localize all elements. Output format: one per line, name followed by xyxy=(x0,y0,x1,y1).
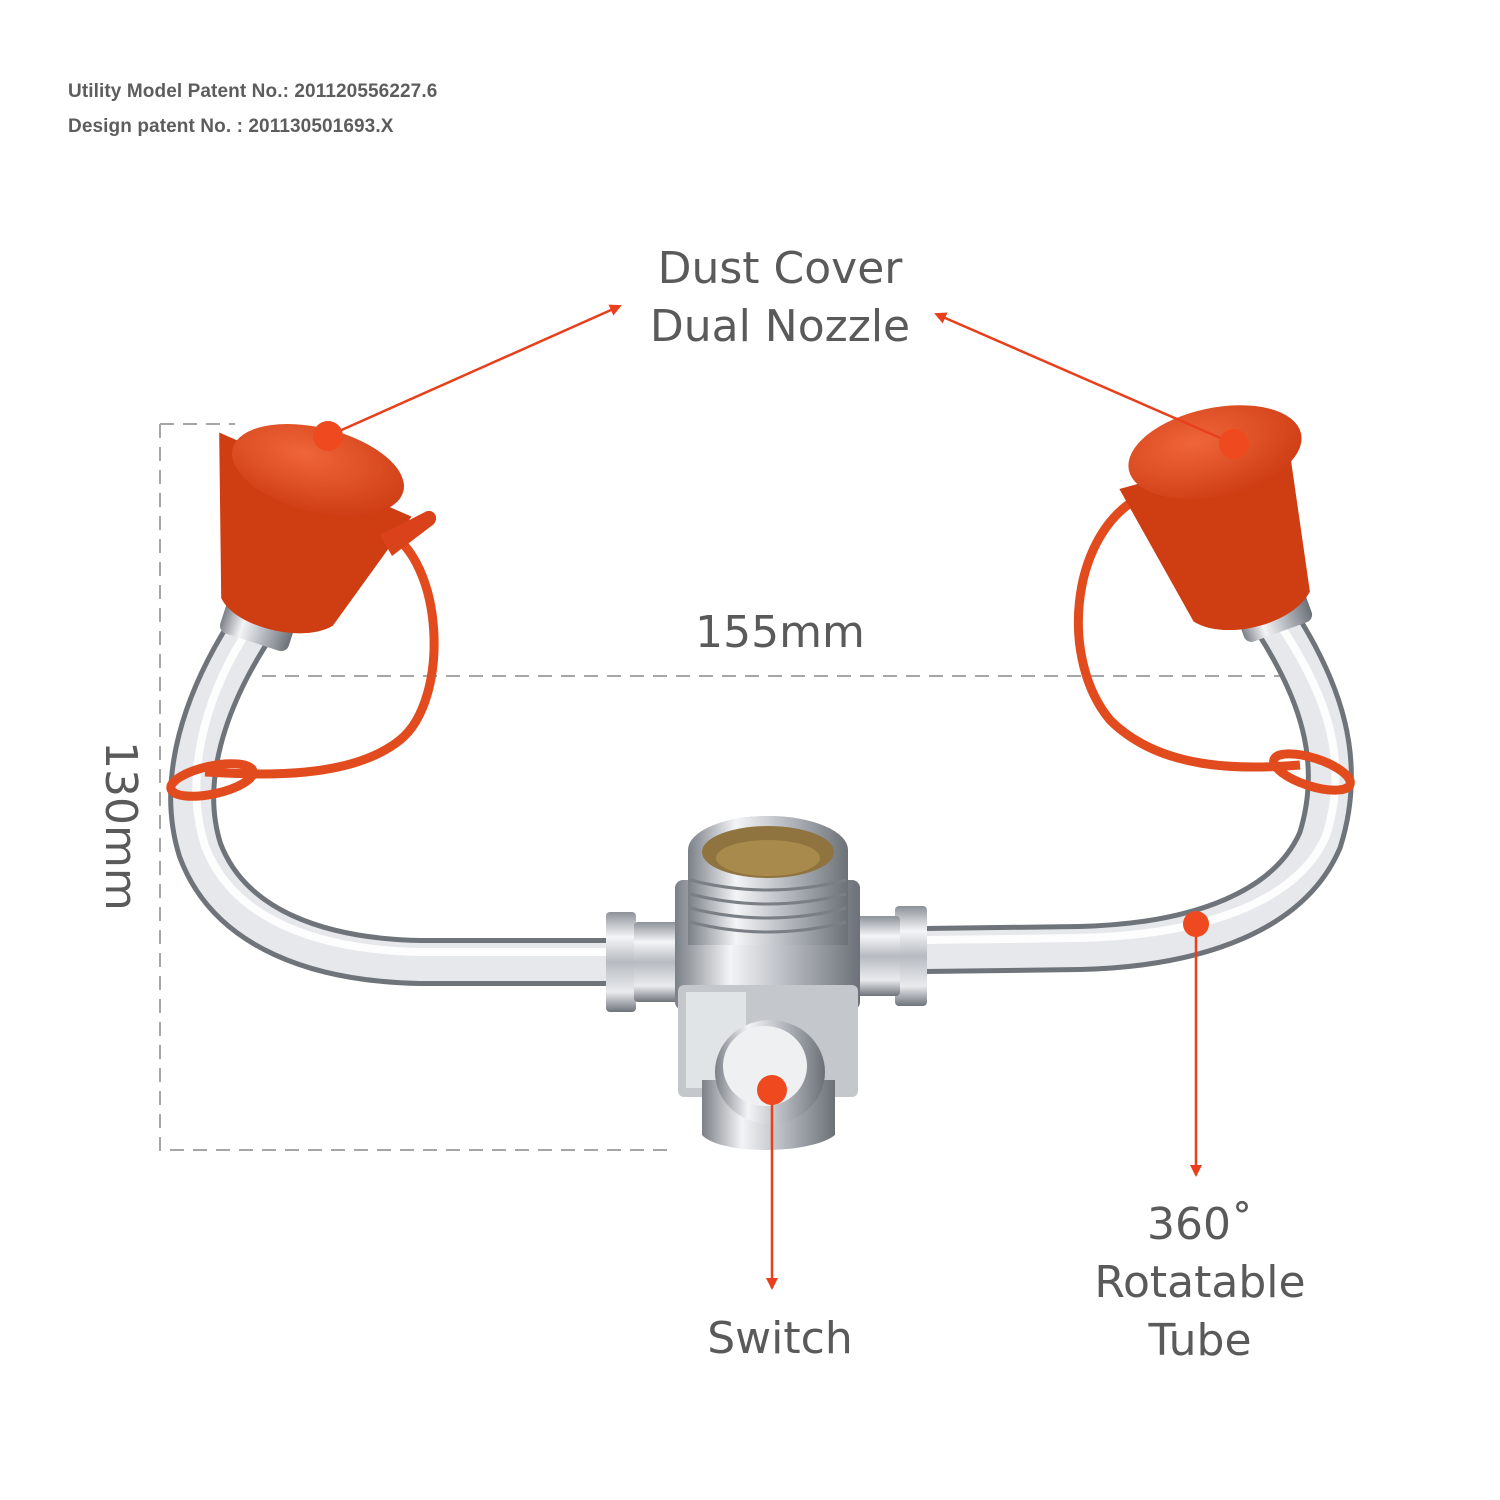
dot-rotatable xyxy=(1183,911,1209,937)
dust-cover-label: Dust Cover Dual Nozzle xyxy=(580,240,980,356)
cap-tethers xyxy=(166,496,1355,801)
dust-cap-left xyxy=(219,424,437,634)
height-dimension-label: 130mm xyxy=(91,741,149,911)
dot-dust-left xyxy=(313,421,343,451)
callout-arrows xyxy=(327,304,1233,1290)
rotatable-line1: 360˚ xyxy=(1147,1199,1253,1250)
utility-patent-text: Utility Model Patent No.: 201120556227.6 xyxy=(68,81,438,102)
dust-cover-line1: Dust Cover xyxy=(657,243,903,294)
callout-dots xyxy=(313,421,1249,1105)
height-dimension-text: 130mm xyxy=(95,741,146,911)
arrow-dust-left xyxy=(327,304,622,438)
dot-dust-right xyxy=(1219,429,1249,459)
width-dimension-label: 155mm xyxy=(695,607,865,658)
dust-cap-right xyxy=(1119,405,1310,631)
u-tube xyxy=(168,596,1354,986)
dust-cover-line2: Dual Nozzle xyxy=(649,301,911,352)
rotatable-line2: Rotatable xyxy=(1094,1257,1306,1308)
arrow-dust-right xyxy=(934,312,1233,445)
dot-switch xyxy=(757,1075,787,1105)
design-patent-text: Design patent No. : 201130501693.X xyxy=(68,116,394,137)
height-guide xyxy=(159,424,675,1151)
rotatable-tube-label: 360˚ Rotatable Tube xyxy=(1050,1196,1350,1370)
rotatable-line3: Tube xyxy=(1148,1315,1252,1366)
valve-body xyxy=(606,816,927,1150)
switch-label: Switch xyxy=(707,1313,853,1364)
